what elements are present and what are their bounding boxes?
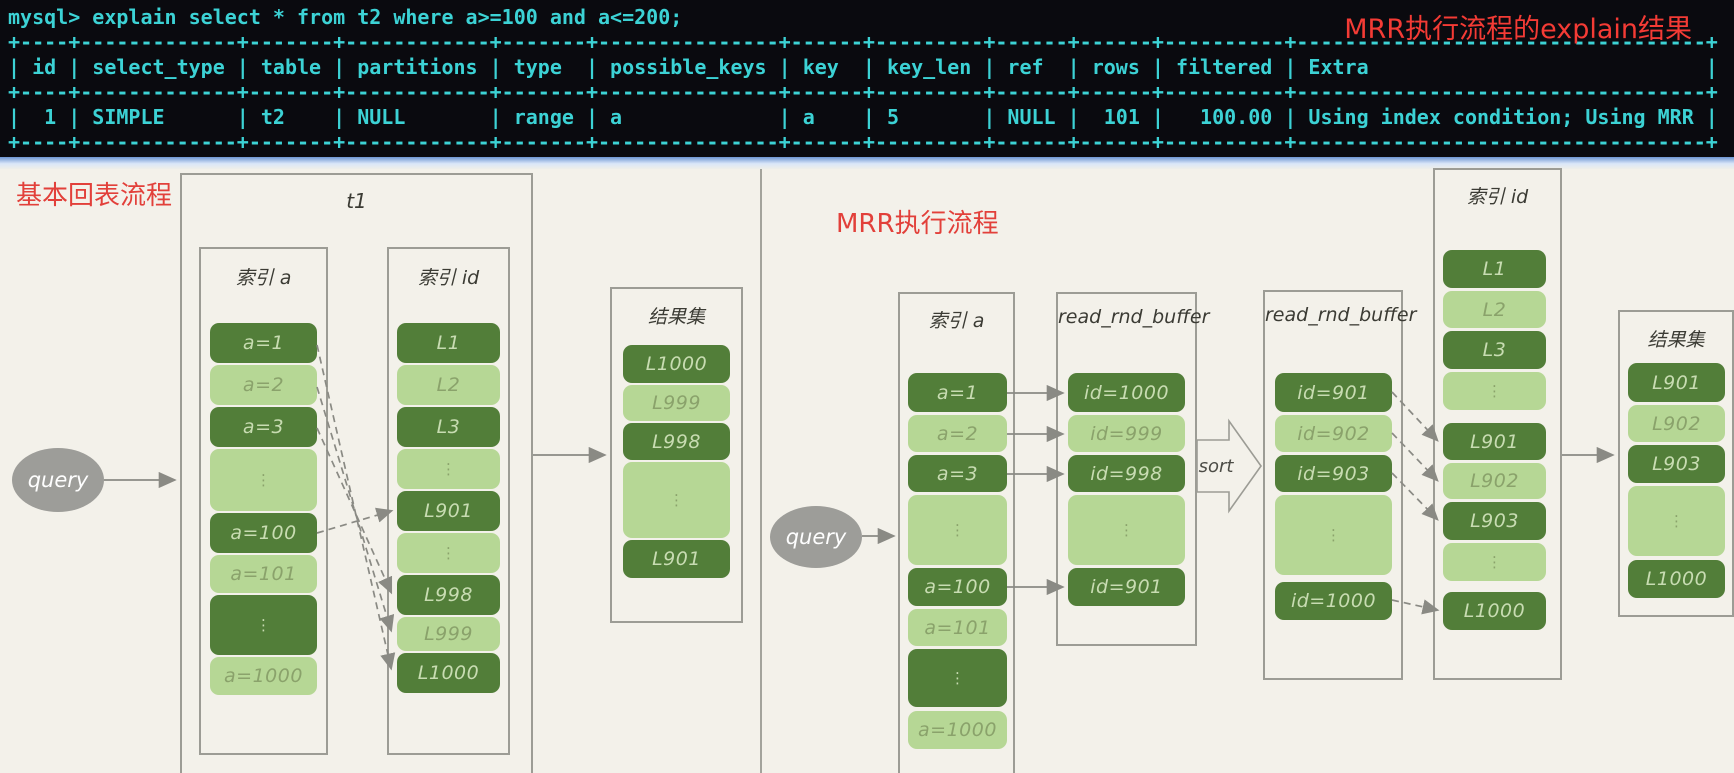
right-result-set-cell: L901 [1628, 363, 1725, 402]
left-index-a-cell: a=101 [210, 555, 317, 593]
left-index-id-cell: ⋮ [397, 449, 500, 489]
left-index-id-cell: L3 [397, 407, 500, 447]
right-index-a-cell: ⋮ [908, 495, 1007, 565]
read-rnd-buffer-2-cell: id=1000 [1275, 582, 1392, 620]
read-rnd-buffer-2-cell: id=901 [1275, 373, 1392, 412]
read-rnd-buffer-2-label: read_rnd_buffer [1265, 304, 1417, 326]
left-result-set-box: 结果集 [610, 287, 743, 623]
left-result-set-cell: L998 [623, 423, 730, 460]
right-index-id-cell: ⋮ [1443, 372, 1546, 410]
window-edge-glow [0, 157, 1734, 169]
query-right: query [770, 506, 862, 568]
t1-label: t1 [346, 189, 367, 213]
left-index-id-cell: L901 [397, 491, 500, 531]
right-index-id-cell: L1000 [1443, 592, 1546, 630]
terminal-output: mysql> explain select * from t2 where a>… [8, 5, 1718, 154]
right-index-a-cell: ⋮ [908, 649, 1007, 707]
explain-annotation: MRR执行流程的explain结果 [1344, 14, 1692, 45]
right-index-a-cell: a=3 [908, 455, 1007, 492]
left-index-id-cell: L999 [397, 617, 500, 651]
left-result-set-label: 结果集 [647, 306, 705, 328]
right-result-set-cell: L1000 [1628, 560, 1725, 598]
right-index-a-cell: a=100 [908, 568, 1007, 606]
read-rnd-buffer-2-cell: ⋮ [1275, 495, 1392, 575]
left-index-a-cell: ⋮ [210, 595, 317, 655]
left-index-a-label: 索引 a [235, 267, 292, 289]
diagram-divider [760, 169, 762, 773]
right-result-set-cell: ⋮ [1628, 486, 1725, 556]
right-index-a-box: 索引 a [898, 292, 1015, 773]
right-index-a-label: 索引 a [928, 310, 985, 332]
read-rnd-buffer-2-cell: id=902 [1275, 415, 1392, 452]
left-index-id-cell: L1000 [397, 653, 500, 693]
left-result-set-cell: L999 [623, 385, 730, 421]
right-result-set-label: 结果集 [1647, 329, 1705, 351]
left-index-id-cell: ⋮ [397, 533, 500, 573]
mysql-terminal: mysql> explain select * from t2 where a>… [0, 0, 1734, 157]
right-index-a-cell: a=1 [908, 373, 1007, 412]
left-index-id-cell: L998 [397, 575, 500, 615]
left-index-a-cell: a=2 [210, 365, 317, 405]
left-result-set-cell: L901 [623, 540, 730, 578]
right-index-id-cell: L2 [1443, 291, 1546, 328]
read-rnd-buffer-1-cell: id=998 [1068, 455, 1185, 492]
left-index-a-cell: a=100 [210, 513, 317, 553]
read-rnd-buffer-1-cell: id=901 [1068, 568, 1185, 606]
right-index-a-cell: a=1000 [908, 711, 1007, 749]
right-index-id-label: 索引 id [1466, 186, 1529, 208]
left-result-set-cell: L1000 [623, 345, 730, 383]
right-index-id-cell: L3 [1443, 331, 1546, 369]
right-result-set-cell: L903 [1628, 445, 1725, 483]
right-diagram-title: MRR执行流程 [836, 209, 999, 239]
t1-box: t1 [180, 173, 533, 773]
read-rnd-buffer-1-cell: id=999 [1068, 415, 1185, 452]
left-index-a-cell: ⋮ [210, 449, 317, 511]
left-index-id-label: 索引 id [417, 267, 480, 289]
left-index-a-cell: a=1 [210, 323, 317, 363]
right-index-id-cell: L901 [1443, 423, 1546, 460]
left-result-set-cell: ⋮ [623, 462, 730, 538]
right-result-set-box: 结果集 [1618, 310, 1734, 617]
right-index-id-cell: L1 [1443, 250, 1546, 288]
read-rnd-buffer-2-cell: id=903 [1275, 455, 1392, 492]
right-index-id-cell: ⋮ [1443, 543, 1546, 581]
left-index-id-cell: L1 [397, 323, 500, 363]
left-index-id-cell: L2 [397, 365, 500, 405]
query-left: query [12, 448, 104, 512]
left-index-a-cell: a=1000 [210, 657, 317, 695]
left-index-a-cell: a=3 [210, 407, 317, 447]
right-index-a-cell: a=101 [908, 609, 1007, 646]
read-rnd-buffer-1-cell: ⋮ [1068, 495, 1185, 565]
read-rnd-buffer-1-cell: id=1000 [1068, 373, 1185, 412]
right-index-a-cell: a=2 [908, 415, 1007, 452]
right-result-set-cell: L902 [1628, 405, 1725, 442]
read-rnd-buffer-1-label: read_rnd_buffer [1058, 306, 1210, 328]
right-index-id-cell: L903 [1443, 502, 1546, 540]
right-index-id-cell: L902 [1443, 463, 1546, 499]
left-diagram-title: 基本回表流程 [16, 181, 173, 211]
